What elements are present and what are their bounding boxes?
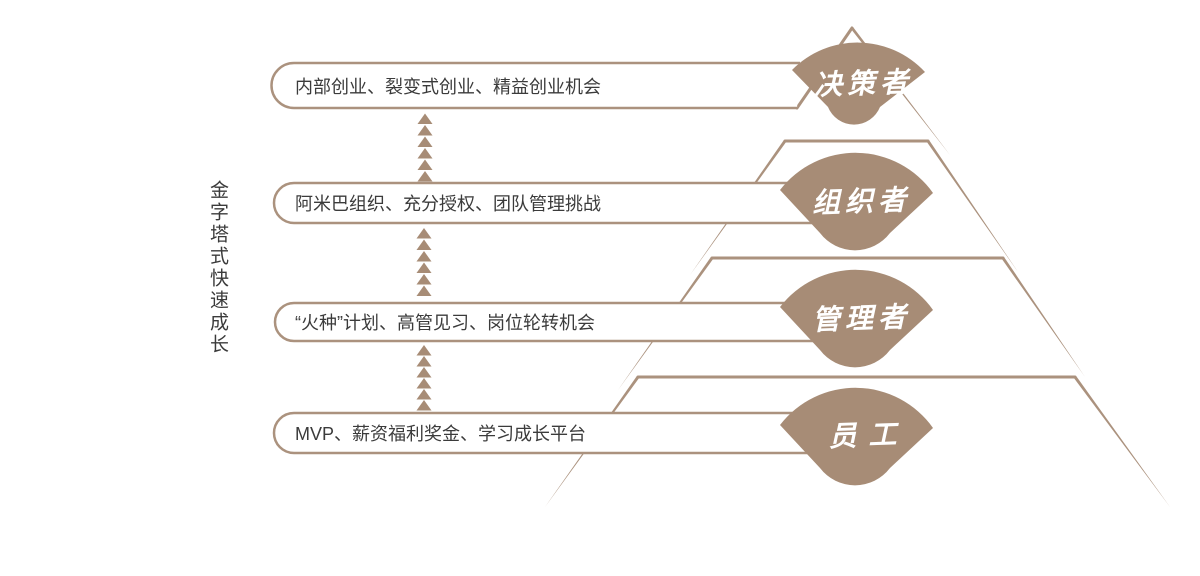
- up-arrow-icon: [416, 239, 432, 250]
- up-arrow-icon: [417, 136, 433, 147]
- fan-organizer: [780, 152, 933, 251]
- fan-decision-maker: [792, 42, 925, 125]
- role-label-employee: 员工: [827, 417, 910, 454]
- up-arrow-icon: [417, 148, 433, 159]
- up-arrow-icon: [416, 378, 432, 389]
- up-arrow-chain-3: [416, 345, 432, 411]
- up-arrow-icon: [416, 345, 432, 356]
- up-arrow-icon: [417, 159, 433, 170]
- up-arrow-icon: [416, 262, 432, 273]
- up-arrow-chain-1: [417, 113, 433, 182]
- benefit-text-2: 阿米巴组织、充分授权、团队管理挑战: [295, 194, 601, 214]
- up-arrow-icon: [417, 125, 433, 136]
- benefit-pills: [270, 61, 820, 455]
- benefit-text-3: “火种”计划、高管见习、岗位轮转机会: [295, 313, 595, 333]
- role-label-organizer: 组织者: [811, 183, 912, 220]
- up-arrow-icon: [417, 171, 433, 182]
- benefit-pill-1: [270, 61, 800, 110]
- role-fans: [780, 42, 933, 486]
- diagram-title: 金字塔式快速成长: [207, 180, 228, 356]
- up-arrow-icon: [416, 251, 432, 262]
- up-arrow-icon: [416, 389, 432, 400]
- up-arrow-icon: [416, 367, 432, 378]
- benefit-pill-3: [273, 301, 820, 343]
- up-arrow-icon: [416, 400, 432, 411]
- up-arrow-icon: [417, 113, 433, 124]
- up-arrow-icon: [416, 285, 432, 296]
- tier4-right-edge: [1073, 376, 1170, 507]
- tier2-right-edge: [926, 140, 1018, 272]
- up-arrow-icon: [416, 228, 432, 239]
- role-label-decision-maker: 决策者: [813, 65, 914, 102]
- fan-employee: [780, 387, 933, 486]
- up-arrow-chain-2: [416, 228, 432, 296]
- tier3-right-edge: [1001, 257, 1085, 377]
- benefit-text-1: 内部创业、裂变式创业、精益创业机会: [295, 76, 601, 97]
- benefit-pill-4: [272, 411, 818, 455]
- benefit-text-4: MVP、薪资福利奖金、学习成长平台: [295, 424, 587, 444]
- role-label-manager: 管理者: [811, 300, 912, 337]
- fan-manager: [780, 269, 933, 368]
- benefit-pill-2: [272, 181, 818, 225]
- up-arrow-icon: [416, 274, 432, 285]
- up-arrow-icon: [416, 356, 432, 367]
